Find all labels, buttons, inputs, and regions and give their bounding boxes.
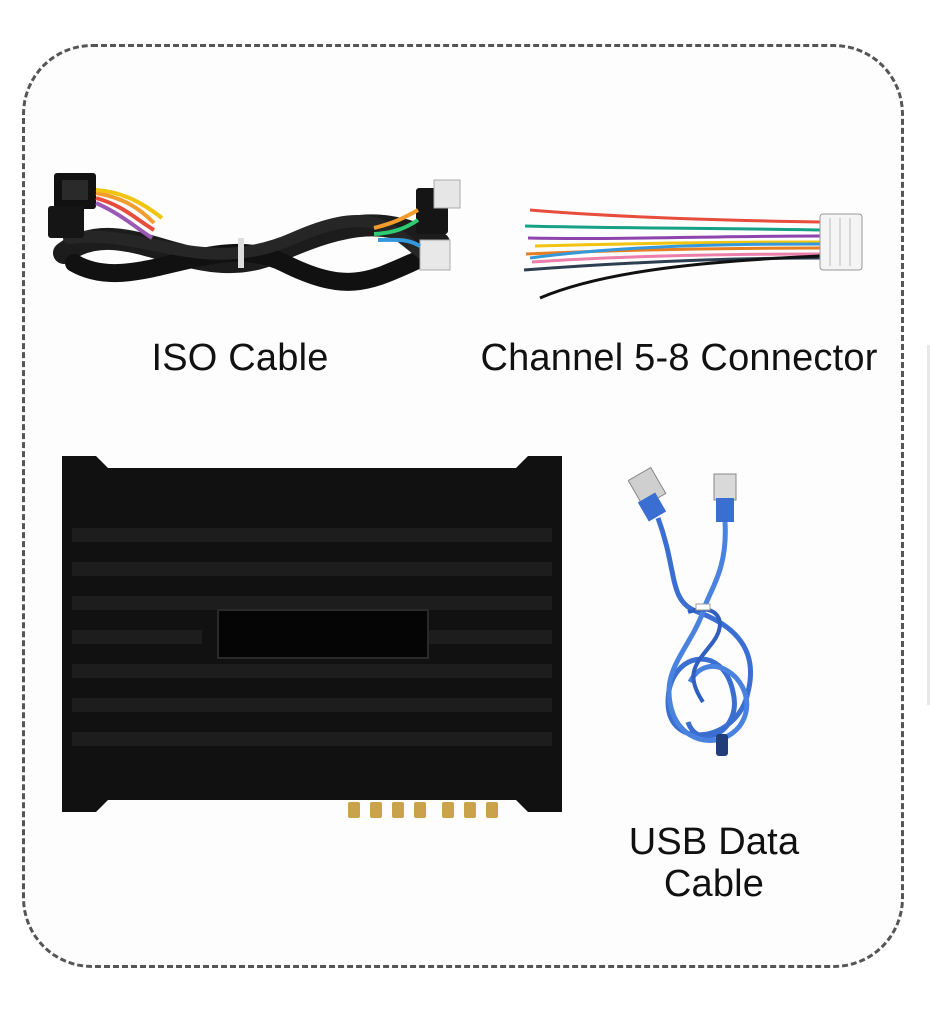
usb-cable-image: [628, 452, 778, 772]
dsp-amplifier-image: [58, 452, 566, 824]
iso-cable-label: ISO Cable: [151, 337, 329, 379]
channel-connector-label: Channel 5-8 Connector: [480, 337, 878, 379]
edge-mark: [927, 345, 930, 705]
channel-connector-image: [520, 198, 870, 313]
iso-cable-image: [44, 168, 464, 308]
usb-cable-label-line2: Cable: [663, 863, 765, 905]
usb-cable-label-line1: USB Data: [628, 821, 800, 863]
